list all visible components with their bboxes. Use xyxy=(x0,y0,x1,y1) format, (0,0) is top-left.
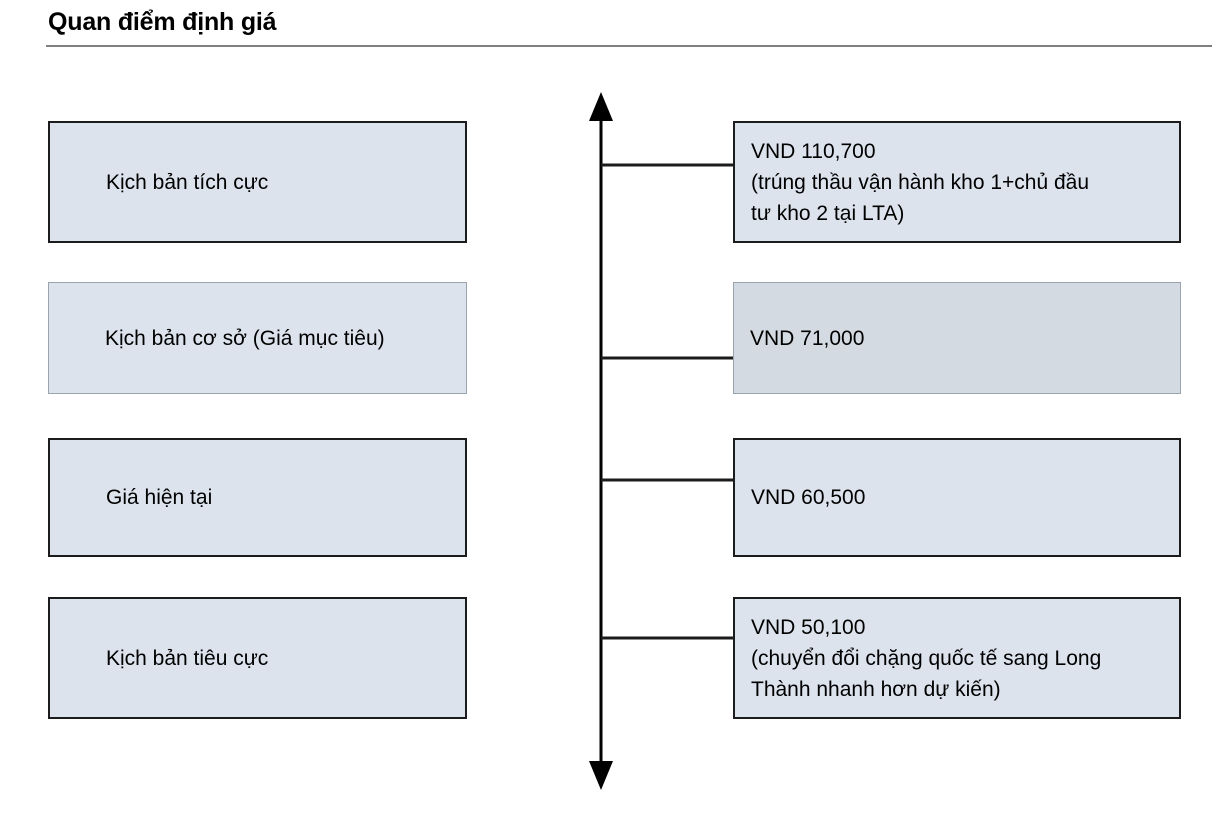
scenario-label-text: Kịch bản tiêu cực xyxy=(106,646,269,670)
scenario-label-text: Kịch bản tích cực xyxy=(106,170,269,194)
scenario-label-text: Giá hiện tại xyxy=(106,486,213,509)
scenario-value-text: VND 60,500 xyxy=(751,486,866,509)
page-header: Quan điểm định giá xyxy=(0,0,1220,50)
axis-arrow-down-icon xyxy=(589,761,613,790)
scenario-value-text: VND 110,700 (trúng thầu vận hành kho 1+c… xyxy=(751,139,1090,225)
scenario-value-text: VND 71,000 xyxy=(750,326,865,350)
scenario-label-box-bearish: Kịch bản tiêu cực xyxy=(48,597,467,719)
scenario-value-box-bullish: VND 110,700 (trúng thầu vận hành kho 1+c… xyxy=(733,121,1181,243)
title-divider xyxy=(46,45,1212,47)
scenario-label-box-base: Kịch bản cơ sở (Giá mục tiêu) xyxy=(48,282,467,394)
scenario-label-text: Kịch bản cơ sở (Giá mục tiêu) xyxy=(105,326,385,350)
scenario-label-box-bullish: Kịch bản tích cực xyxy=(48,121,467,243)
scenario-value-text: VND 50,100 (chuyển đổi chặng quốc tế san… xyxy=(751,615,1102,701)
scenario-value-box-current: VND 60,500 xyxy=(733,438,1181,557)
page-title: Quan điểm định giá xyxy=(48,8,277,36)
scenario-value-box-base: VND 71,000 xyxy=(733,282,1181,394)
axis-arrow-up-icon xyxy=(589,92,613,121)
scenario-value-box-bearish: VND 50,100 (chuyển đổi chặng quốc tế san… xyxy=(733,597,1181,719)
scenario-label-box-current: Giá hiện tại xyxy=(48,438,467,557)
